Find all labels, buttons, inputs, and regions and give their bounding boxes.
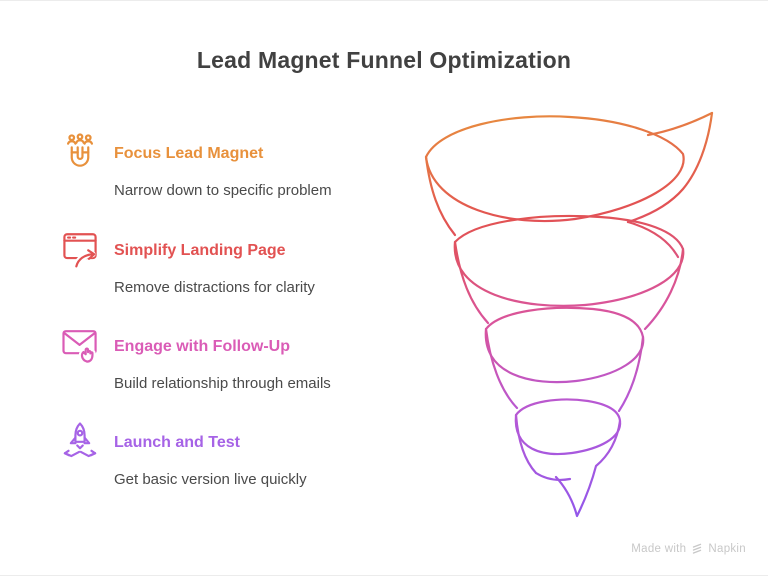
funnel-band-1-right-edge (626, 220, 680, 259)
step-texts: Simplify Landing Page Remove distraction… (114, 223, 315, 297)
funnel-turn-1-rim (424, 115, 685, 223)
funnel-spiral-illustration (400, 107, 720, 531)
step-engage-with-follow-up: Engage with Follow-Up Build relationship… (58, 319, 398, 393)
page-title: Lead Magnet Funnel Optimization (196, 47, 572, 73)
funnel-turn-3-rim (484, 306, 645, 384)
funnel-band-3-right-edge (617, 335, 645, 413)
step-texts: Launch and Test Get basic version live q… (114, 415, 307, 489)
step-launch-and-test: Launch and Test Get basic version live q… (58, 415, 398, 489)
funnel-band-2-right-edge (643, 247, 685, 331)
email-hand-icon (58, 322, 102, 366)
made-with-label: Made with (631, 543, 687, 555)
funnel-band-4-bottom-edge (534, 471, 572, 481)
funnel-tail-lower-edge (626, 111, 714, 224)
funnel-tip-cone (554, 419, 622, 518)
funnel-turn-4-rim (514, 398, 622, 456)
step-description: Narrow down to specific problem (114, 182, 332, 199)
funnel-band-1-left-edge (424, 155, 457, 237)
browser-arrow-icon (58, 226, 102, 270)
step-description: Remove distractions for clarity (114, 279, 315, 296)
step-title: Simplify Landing Page (114, 242, 286, 259)
step-description: Build relationship through emails (114, 375, 331, 392)
brand-label: Napkin (708, 543, 746, 555)
funnel-band-4-left-edge (514, 413, 538, 475)
step-simplify-landing-page: Simplify Landing Page Remove distraction… (58, 223, 398, 297)
watermark: Made with Napkin (631, 543, 746, 555)
funnel-tail-upper-edge (646, 111, 714, 137)
step-texts: Engage with Follow-Up Build relationship… (114, 319, 331, 393)
step-title: Engage with Follow-Up (114, 338, 290, 355)
rocket-launch-icon (58, 418, 102, 462)
napkin-logo-icon (693, 543, 702, 554)
funnel-band-3-left-edge (484, 327, 519, 410)
step-title: Focus Lead Magnet (114, 145, 264, 162)
step-texts: Focus Lead Magnet Narrow down to specifi… (114, 126, 332, 200)
funnel-band-2-left-edge (453, 240, 490, 325)
step-focus-lead-magnet: Focus Lead Magnet Narrow down to specifi… (58, 126, 398, 200)
step-description: Get basic version live quickly (114, 471, 307, 488)
step-title: Launch and Test (114, 434, 240, 451)
magnet-users-icon (58, 129, 102, 173)
